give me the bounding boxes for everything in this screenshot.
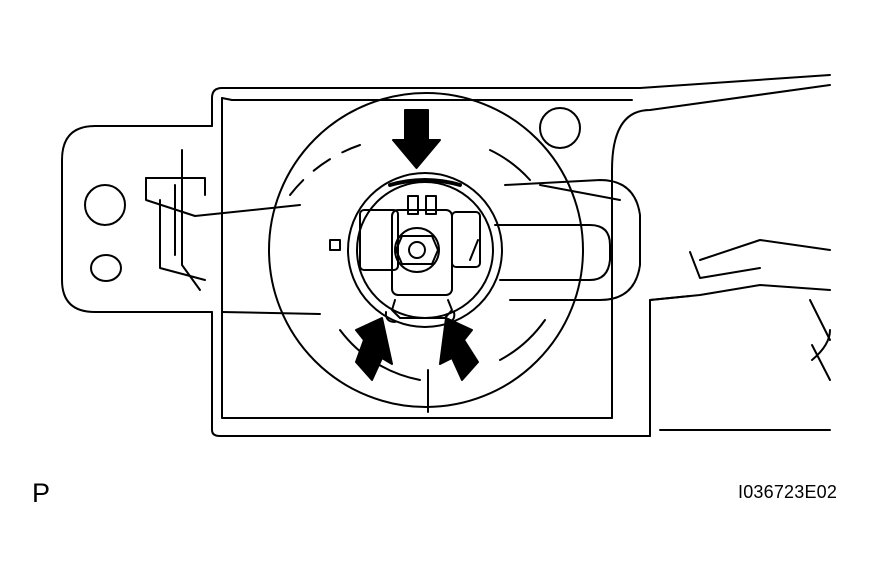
mounting-bracket: [61, 125, 213, 313]
figure-id: I036723E02: [738, 482, 838, 502]
bulb-socket: [329, 172, 503, 328]
arrow-down-icon: [392, 109, 441, 169]
housing-hole: [539, 107, 581, 149]
wire-connector-arm: [494, 179, 641, 301]
bulb-center: [394, 227, 440, 273]
arrow-lower-right-icon: [439, 317, 479, 381]
bracket-hole-lower: [90, 254, 122, 282]
view-label: P: [32, 478, 51, 508]
lamp-housing: [145, 74, 831, 437]
arrow-lower-left-icon: [355, 317, 393, 381]
bracket-hole-upper: [84, 184, 126, 226]
